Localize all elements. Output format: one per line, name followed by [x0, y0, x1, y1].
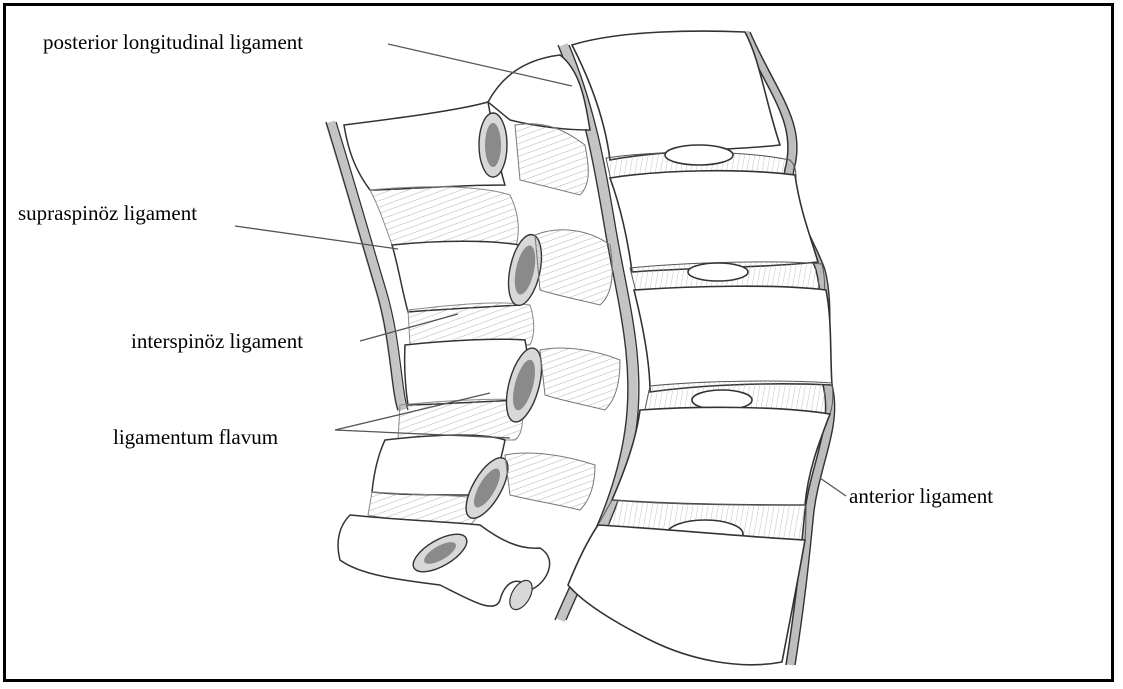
- vertebral-body-1: [572, 31, 780, 160]
- leader-anterior: [820, 478, 846, 496]
- label-anterior-ligament: anterior ligament: [849, 486, 993, 507]
- leader-supraspinous: [235, 226, 398, 249]
- vertebral-body-4: [612, 407, 830, 505]
- label-interspinous-ligament: interspinöz ligament: [131, 331, 303, 352]
- label-ligamentum-flavum: ligamentum flavum: [113, 427, 278, 448]
- vertebral-body-2: [610, 171, 818, 272]
- vertebral-body-5: [568, 525, 805, 665]
- label-posterior-longitudinal-ligament: posterior longitudinal ligament: [43, 32, 303, 53]
- label-supraspinous-ligament: supraspinöz ligament: [18, 203, 197, 224]
- vertebral-body-3: [634, 286, 832, 392]
